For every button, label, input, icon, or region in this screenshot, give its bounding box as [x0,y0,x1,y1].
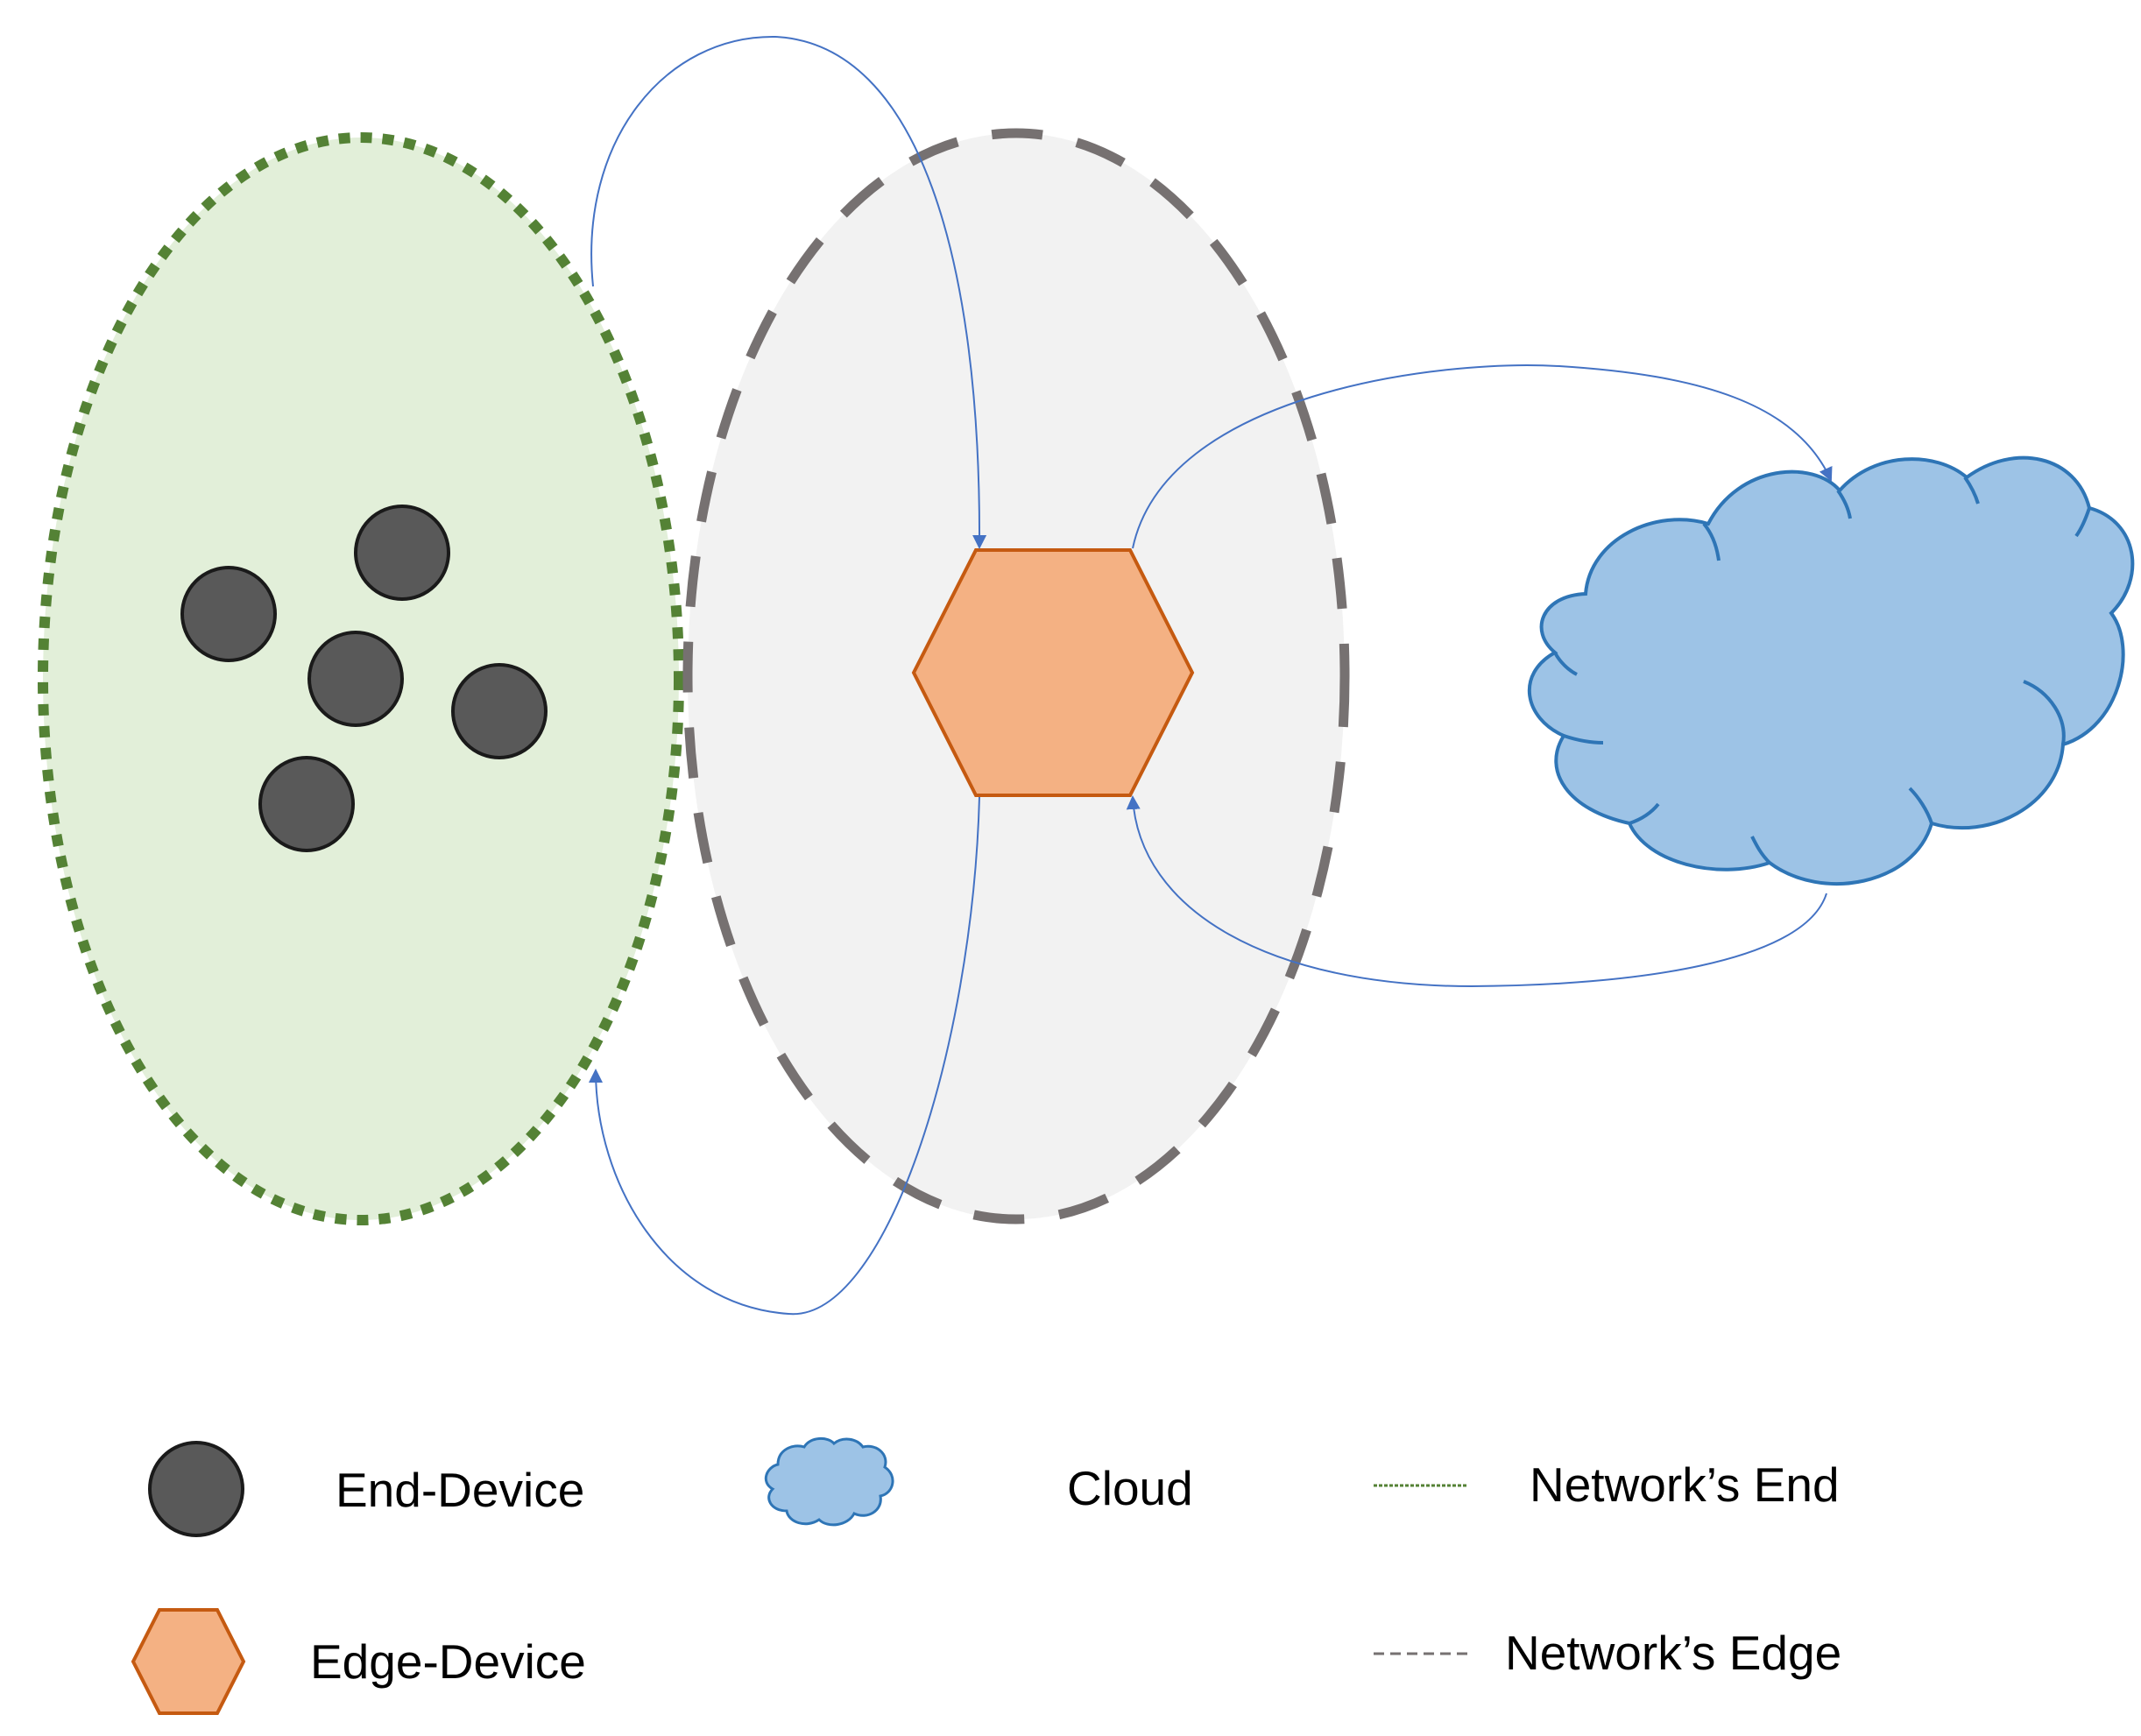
cloud [1527,455,2135,886]
end-device [258,756,355,852]
legend-edge-device-label: Edge-Device [310,1634,586,1689]
connections [589,35,1833,1316]
legend-network-edge-label: Network’s Edge [1505,1626,1841,1680]
legend: End-Device Edge-Device Cloud Network’s E… [131,1437,1841,1715]
arrow-edge-device-to-end [589,796,980,1316]
end-device [354,505,450,601]
end-device [451,663,548,759]
arrow-end-to-edge-device [590,35,987,549]
legend-end-device-symbol [148,1441,244,1537]
arrow-cloud-to-edge-device [1126,795,1827,988]
arrow-edge-device-to-cloud [1132,364,1833,549]
legend-end-device-label: End-Device [336,1463,584,1517]
end-device [307,631,404,727]
edge-device [911,548,1195,797]
legend-network-end-label: Network’s End [1530,1457,1840,1512]
end-device [180,566,277,662]
end-devices [180,505,548,852]
legend-cloud-symbol [764,1437,894,1527]
legend-cloud-label: Cloud [1067,1461,1193,1515]
legend-edge-device-symbol [131,1608,246,1715]
